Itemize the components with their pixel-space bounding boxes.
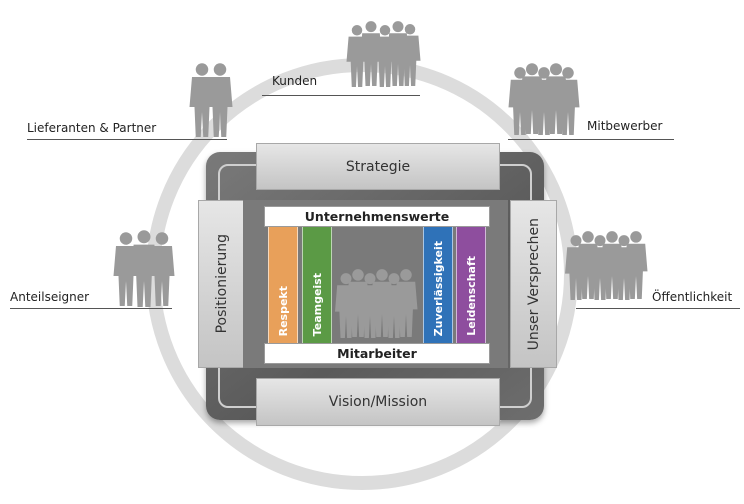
pillar-value-4-label: Leidenschaft bbox=[464, 256, 478, 336]
footer-mitarbeiter-label: Mitarbeiter bbox=[337, 346, 417, 361]
pillar-value-3: Zuverlässigkeit bbox=[423, 226, 453, 344]
people-group-lieferanten-icon bbox=[189, 63, 233, 137]
employees-icon bbox=[335, 269, 418, 338]
pillar-value-2: Teamgeist bbox=[302, 226, 332, 344]
people-group-mitbewerber-icon bbox=[508, 63, 580, 135]
pillar-value-4: Leidenschaft bbox=[456, 226, 486, 344]
people-group-oeffentlichkeit-icon bbox=[565, 231, 648, 300]
oeffentlichkeit-line bbox=[576, 308, 740, 309]
mitbewerber-line bbox=[508, 139, 674, 140]
label-mitbewerber: Mitbewerber bbox=[587, 119, 663, 133]
header-unternehmenswerte: Unternehmenswerte bbox=[264, 206, 490, 227]
pillar-value-1-label: Respekt bbox=[276, 285, 290, 336]
pillar-value-1: Respekt bbox=[268, 226, 298, 344]
label-oeffentlichkeit: Öffentlichkeit bbox=[652, 290, 733, 304]
label-kunden: Kunden bbox=[272, 74, 318, 88]
panel-versprechen: Unser Versprechen bbox=[510, 200, 557, 368]
panel-positionierung-label: Positionierung bbox=[213, 234, 230, 334]
panel-positionierung: Positionierung bbox=[198, 200, 245, 368]
people-group-anteilseigner-icon bbox=[113, 230, 175, 307]
footer-mitarbeiter: Mitarbeiter bbox=[264, 343, 490, 364]
label-anteilseigner: Anteilseigner bbox=[10, 290, 90, 304]
panel-strategie-label: Strategie bbox=[345, 158, 411, 175]
panel-versprechen-label: Unser Versprechen bbox=[525, 217, 542, 351]
panel-vision-mission: Vision/Mission bbox=[256, 378, 500, 426]
pillar-value-2-label: Teamgeist bbox=[310, 272, 324, 336]
pillar-value-3-label: Zuverlässigkeit bbox=[431, 240, 445, 336]
panel-strategie: Strategie bbox=[256, 143, 500, 190]
kunden-line bbox=[262, 95, 420, 96]
people-group-kunden-icon bbox=[346, 21, 421, 87]
header-unternehmenswerte-label: Unternehmenswerte bbox=[304, 209, 450, 224]
label-lieferanten: Lieferanten & Partner bbox=[27, 121, 157, 135]
panel-vision-mission-label: Vision/Mission bbox=[328, 394, 428, 410]
anteilseigner-line bbox=[10, 308, 172, 309]
lieferanten-line bbox=[27, 139, 227, 140]
